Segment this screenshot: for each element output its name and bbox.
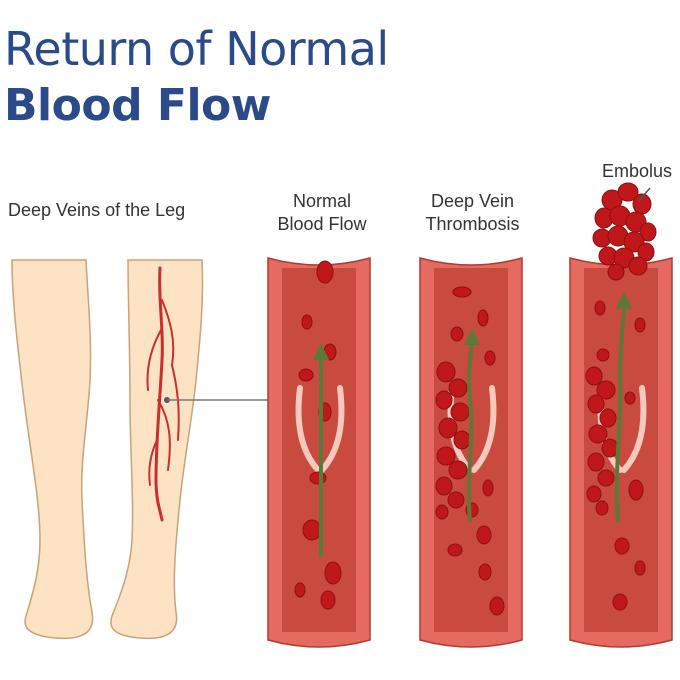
blood-cell-icon xyxy=(294,582,306,598)
blood-cell-icon xyxy=(596,380,616,400)
blood-cell-icon xyxy=(478,563,492,581)
blood-cell-icon xyxy=(585,366,603,386)
flow-arrow-head xyxy=(464,328,480,345)
blood-cell-icon xyxy=(595,500,609,516)
blood-cell-icon xyxy=(599,408,617,428)
blood-cell-icon xyxy=(435,476,453,496)
blood-cell-icon xyxy=(597,469,615,487)
flow-arrow-head xyxy=(616,292,632,309)
blood-cell-icon xyxy=(634,317,646,333)
blood-cell-icon xyxy=(453,430,471,450)
blood-cell-icon xyxy=(316,260,334,284)
blood-cell-icon xyxy=(588,424,608,444)
blood-cell-icon xyxy=(482,479,494,497)
blood-cell-icon xyxy=(614,537,630,555)
blood-cell-icon xyxy=(624,391,636,405)
blood-cell-icon xyxy=(450,326,464,342)
blood-cell-icon xyxy=(628,256,648,276)
blood-cell-icon xyxy=(612,593,628,611)
blood-cell-icon xyxy=(448,378,468,398)
left-leg xyxy=(11,259,94,640)
blood-cell-icon xyxy=(436,446,456,466)
embolus-label-text: Embolus xyxy=(601,161,673,181)
vein-branch-1 xyxy=(161,299,175,366)
embolus-cluster xyxy=(592,182,657,281)
blood-cell-icon xyxy=(601,438,619,458)
thrombus-clot xyxy=(435,361,471,520)
vessel-normal xyxy=(267,257,371,648)
blood-cell-icon xyxy=(301,314,313,330)
residual-clot xyxy=(585,366,619,516)
blood-cell-icon xyxy=(447,543,463,557)
legs-label-text: Deep Veins of the Leg xyxy=(8,200,186,220)
normal-flow-label-line-2: Blood Flow xyxy=(277,214,367,234)
legs-label: Deep Veins of the Leg xyxy=(8,199,185,222)
vein-branch-5 xyxy=(148,439,158,486)
blood-cell-icon xyxy=(309,471,327,485)
blood-cell-icon xyxy=(436,361,456,383)
blood-cell-icon xyxy=(324,561,342,585)
normal-flow-label-line-1: Normal xyxy=(292,191,351,211)
normal-flow-label: Normal Blood Flow xyxy=(262,190,382,236)
vein-branch-4 xyxy=(157,399,171,471)
blood-cell-icon xyxy=(435,390,453,410)
blood-cell-icon xyxy=(607,263,625,281)
blood-cell-icon xyxy=(628,479,644,501)
title-line-1: Return of Normal xyxy=(4,22,389,76)
blood-cell-icon xyxy=(617,182,639,202)
legs xyxy=(11,259,275,640)
title-line-2: Blood Flow xyxy=(4,80,271,131)
blood-cell-icon xyxy=(634,560,646,576)
dvt-label-line-2: Thrombosis xyxy=(425,214,520,234)
blood-cell-icon xyxy=(484,350,496,366)
flow-arrow-icon xyxy=(466,338,474,522)
blood-cell-icon xyxy=(594,300,606,316)
embolus-label: Embolus xyxy=(592,160,680,183)
blood-cell-icon xyxy=(639,222,657,242)
blood-cell-icon xyxy=(450,402,470,422)
dvt-label: Deep Vein Thrombosis xyxy=(405,190,540,236)
blood-cell-icon xyxy=(298,368,314,382)
vessel-embolus xyxy=(569,182,673,648)
blood-cell-icon xyxy=(476,525,492,545)
vein-main xyxy=(154,266,164,522)
valve-icon xyxy=(471,385,497,473)
valve-icon xyxy=(319,385,345,473)
blood-cell-icon xyxy=(302,519,322,541)
blood-cell-icon xyxy=(587,394,605,414)
blood-cell-icon xyxy=(438,417,458,439)
valve-icon xyxy=(621,385,647,473)
blood-cell-icon xyxy=(320,590,336,610)
blood-cell-icon xyxy=(452,286,472,298)
vein-branch-2 xyxy=(146,329,162,391)
valve-icon xyxy=(295,385,321,473)
blood-cell-icon xyxy=(435,504,449,520)
blood-cell-icon xyxy=(586,485,602,503)
blood-cell-icon xyxy=(489,596,505,616)
dvt-label-line-1: Deep Vein xyxy=(430,191,515,211)
blood-cell-icon xyxy=(587,452,605,472)
blood-cell-icon xyxy=(448,460,468,480)
blood-cells-embolus-vessel xyxy=(594,300,646,611)
blood-cell-icon xyxy=(477,309,489,327)
flow-arrow-head xyxy=(313,343,329,360)
blood-cell-icon xyxy=(596,348,610,362)
blood-cell-icon xyxy=(447,491,465,509)
flow-arrow-icon xyxy=(614,303,626,522)
vessel-dvt xyxy=(419,257,523,648)
embolus-pointer-line xyxy=(637,187,651,203)
